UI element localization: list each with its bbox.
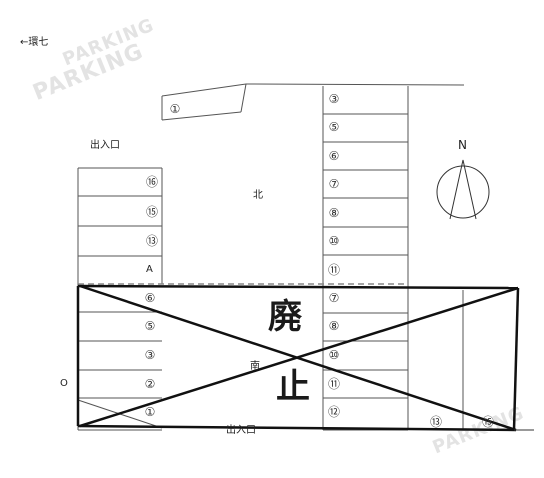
space-number: ⑥ — [328, 149, 340, 163]
space-number: ③ — [144, 348, 156, 362]
space-number: ⑬ — [145, 234, 158, 248]
space-number: ⑥ — [144, 291, 156, 305]
entrance-label: 出入口 — [90, 140, 120, 151]
cancelled-stamp-char: 止 — [276, 367, 310, 407]
space-number: ⑪ — [327, 263, 340, 277]
space-number: ⑦ — [328, 177, 340, 191]
space-number: ⑮ — [145, 205, 158, 219]
space-a-label: A — [146, 264, 153, 275]
space-number: ⑤ — [144, 319, 156, 333]
space-number: ③ — [328, 92, 340, 106]
space-number: ⑤ — [328, 120, 340, 134]
compass-circle — [436, 165, 490, 219]
space-number: ⑧ — [328, 206, 340, 220]
space-number: ⑧ — [328, 319, 340, 333]
cancelled-stamp-char: 廃 — [268, 297, 302, 337]
space-number: ⑪ — [327, 377, 340, 391]
south-area-label: 南 — [250, 361, 260, 372]
space-number: ② — [144, 377, 156, 391]
space-number: ⑦ — [328, 291, 340, 305]
space-number: ⑩ — [328, 348, 340, 362]
space-number: ⑫ — [327, 405, 340, 419]
space-number: ⑬ — [429, 415, 442, 429]
space-number: ⑩ — [328, 234, 340, 248]
space-number: ⑮ — [481, 415, 494, 429]
entrance-label: 出入口 — [226, 425, 256, 436]
edge-label: O — [60, 378, 68, 389]
north-area-label: 北 — [253, 190, 263, 201]
direction-label: ←環七 — [20, 37, 49, 48]
space-number: ① — [169, 102, 181, 116]
space-number: ① — [144, 405, 156, 419]
north-label: N — [458, 138, 467, 152]
space-number: ⑯ — [145, 175, 158, 189]
